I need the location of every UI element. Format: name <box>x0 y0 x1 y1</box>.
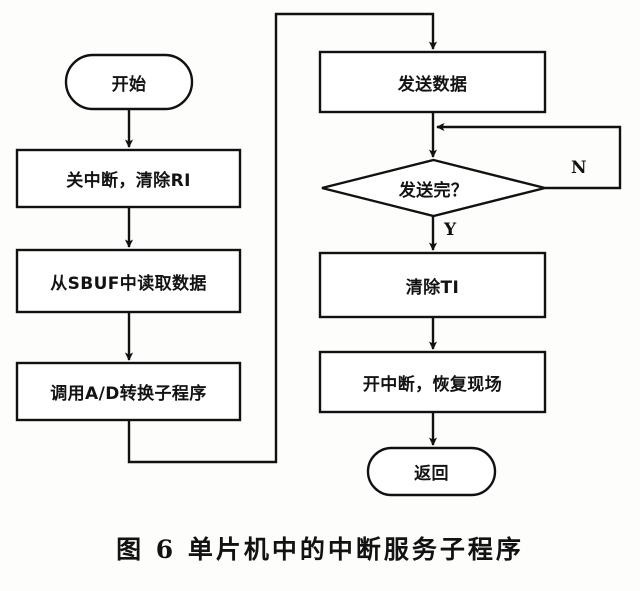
edge-label-no: N <box>571 158 587 178</box>
node-send-data-shape <box>318 50 547 114</box>
node-read-sbuf-shape <box>15 248 242 314</box>
edge-call-ad-to-send-data <box>127 12 438 464</box>
node-return-shape <box>366 446 497 497</box>
node-disable-interrupt-shape <box>15 148 242 209</box>
node-call-ad-shape <box>15 361 242 422</box>
figure-caption: 图 6 单片机中的中断服务子程序 <box>116 535 524 564</box>
node-send-done-shape <box>321 158 546 218</box>
edge-label-yes: Y <box>444 220 457 240</box>
node-start-shape <box>64 53 194 111</box>
edge-send-done-no-loop <box>436 122 622 190</box>
node-clear-ti-shape <box>318 251 547 319</box>
node-enable-interrupt-shape <box>318 350 547 414</box>
